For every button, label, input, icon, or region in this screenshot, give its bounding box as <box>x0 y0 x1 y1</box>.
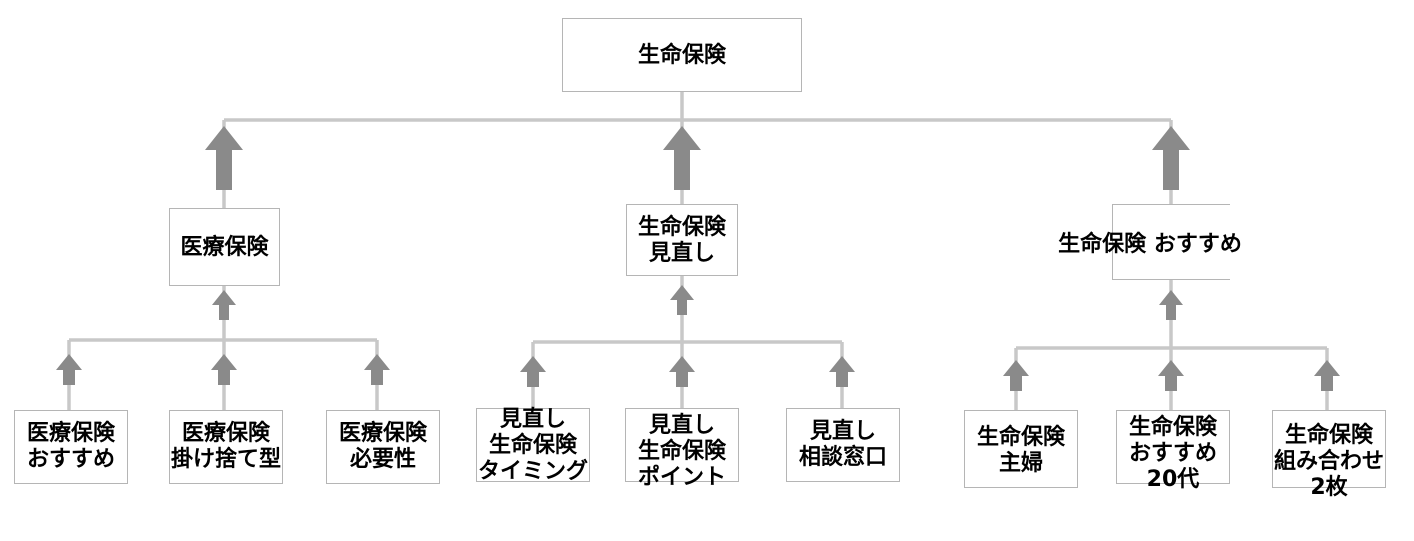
branch-node-recommend: 生命保険 おすすめ <box>1058 204 1242 280</box>
node-label: ポイント <box>637 465 727 490</box>
node-label: 必要性 <box>349 447 417 472</box>
node-label: 主婦 <box>998 451 1044 476</box>
up-arrow-icon <box>1314 360 1340 391</box>
node-label: 医療保険 <box>26 421 116 446</box>
node-label: 生命保険 <box>1128 415 1218 440</box>
up-arrow-icon <box>669 356 695 387</box>
up-arrow-icon <box>670 285 694 315</box>
node-label: 20代 <box>1146 467 1200 492</box>
up-arrow-icon <box>829 356 855 387</box>
up-arrow-icon <box>56 354 82 385</box>
branch-node-medical: 医療保険 <box>169 208 280 286</box>
leaf-node: 生命保険 主婦 <box>964 410 1078 488</box>
node-label: 生命保険 おすすめ <box>1058 232 1242 257</box>
leaf-node: 見直し 生命保険 タイミング <box>476 407 590 484</box>
up-arrow-icon <box>1152 126 1190 190</box>
node-label: タイミング <box>477 459 589 484</box>
node-label: 生命保険 <box>637 43 727 68</box>
leaf-node: 医療保険 掛け捨て型 <box>169 410 283 484</box>
node-label: 掛け捨て型 <box>170 447 282 472</box>
leaf-node: 見直し 相談窓口 <box>786 408 900 482</box>
node-label: 医療保険 <box>338 421 428 446</box>
root-node: 生命保険 <box>562 18 802 92</box>
node-label: 生命保険 <box>1284 423 1374 448</box>
up-arrow-icon <box>1003 360 1029 391</box>
node-label: 医療保険 <box>180 235 269 260</box>
up-arrow-icon <box>663 126 701 190</box>
up-arrow-icon <box>211 354 237 385</box>
node-label: 医療保険 <box>181 421 271 446</box>
node-label: 2枚 <box>1310 475 1348 500</box>
leaf-node: 生命保険 おすすめ 20代 <box>1116 410 1230 492</box>
leaf-node: 医療保険 おすすめ <box>14 410 128 484</box>
node-label: 見直し <box>499 407 567 432</box>
branch-node-review: 生命保険 見直し <box>626 204 738 276</box>
node-label: 相談窓口 <box>798 445 888 470</box>
node-label: 組み合わせ <box>1273 449 1385 474</box>
up-arrow-icon <box>1158 360 1184 391</box>
up-arrow-icon <box>364 354 390 385</box>
node-label: 見直し <box>809 419 877 444</box>
up-arrow-icon <box>1159 290 1183 320</box>
up-arrow-icon <box>520 356 546 387</box>
node-label: おすすめ <box>26 447 116 472</box>
node-label: 生命保険 <box>488 433 578 458</box>
leaf-node: 生命保険 組み合わせ 2枚 <box>1272 410 1386 500</box>
up-arrow-icon <box>205 126 243 190</box>
leaf-node: 医療保険 必要性 <box>326 410 440 484</box>
node-label: 生命保険 <box>637 215 727 240</box>
node-label: おすすめ <box>1128 441 1218 466</box>
node-label: 見直し <box>648 241 716 266</box>
leaf-node: 見直し 生命保険 ポイント <box>625 408 739 490</box>
node-label: 生命保険 <box>976 425 1066 450</box>
node-label: 見直し <box>648 413 716 438</box>
node-label: 生命保険 <box>637 439 727 464</box>
up-arrow-icon <box>212 290 236 320</box>
